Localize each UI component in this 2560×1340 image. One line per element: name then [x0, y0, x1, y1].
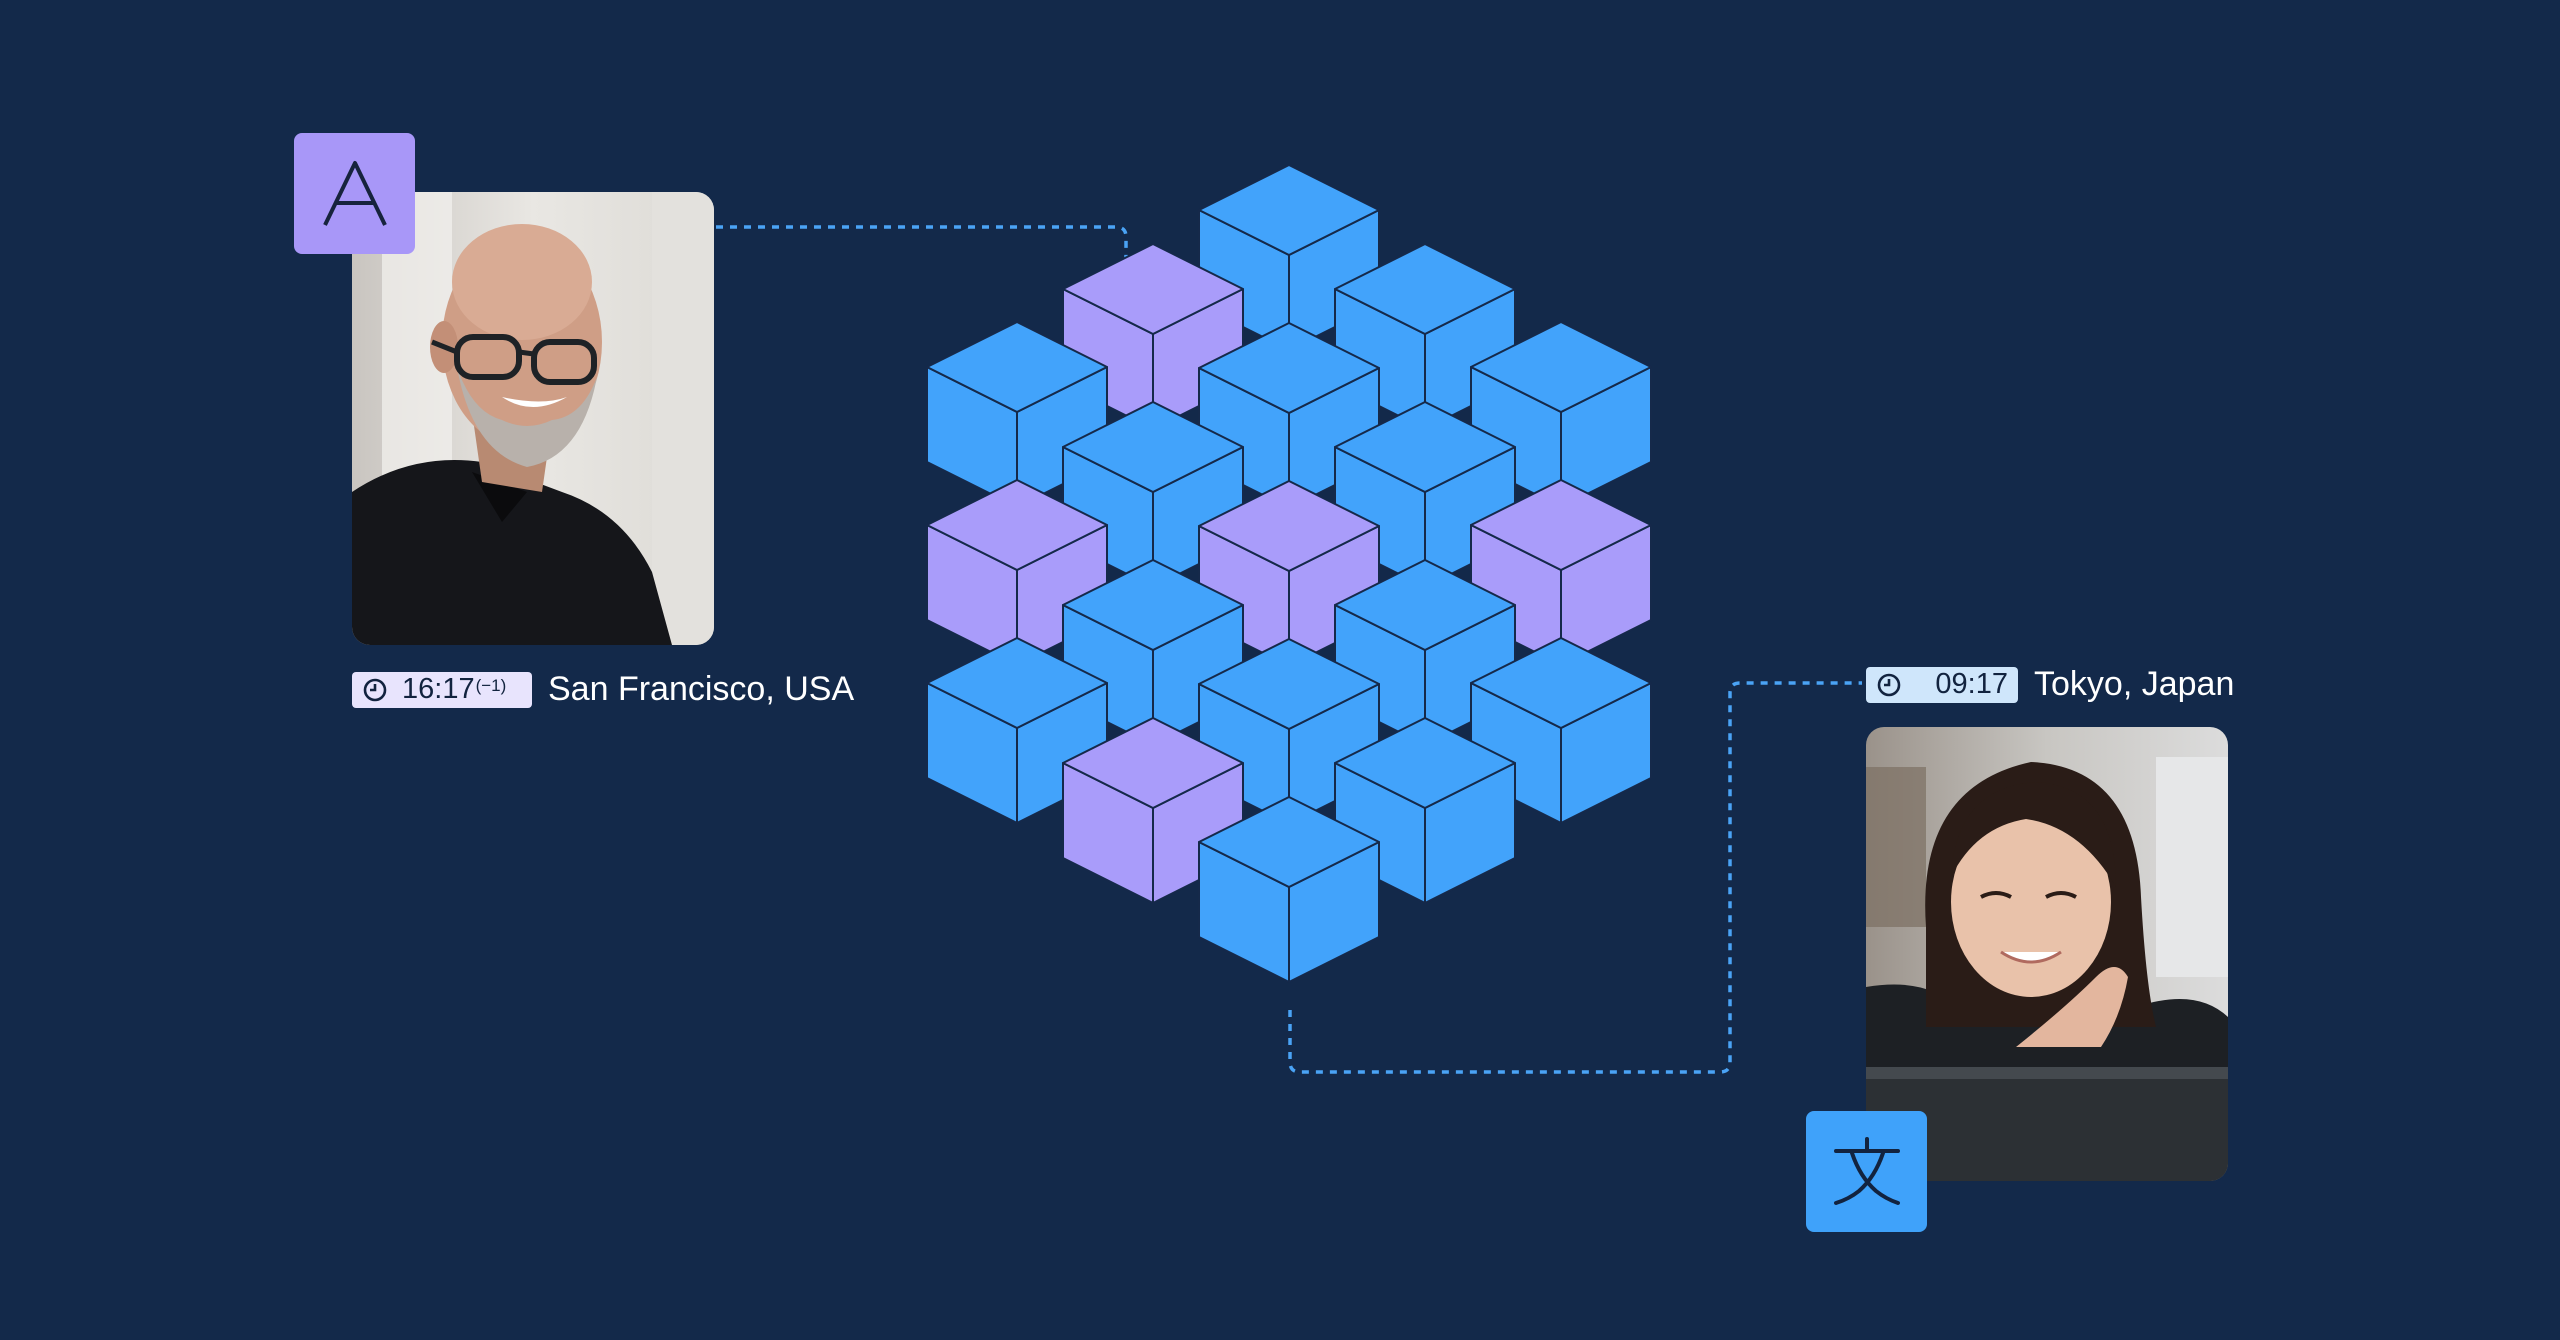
cube	[926, 321, 1108, 508]
participant-photo-tokyo	[1866, 727, 2228, 1181]
cube	[1334, 717, 1516, 904]
location-tokyo: Tokyo, Japan	[2034, 665, 2235, 703]
local-time-chip-tokyo: 09:17	[1866, 666, 2018, 703]
day-offset-sf: (−1)	[475, 675, 507, 695]
letter-a-icon	[322, 160, 387, 226]
cube	[1062, 401, 1244, 588]
participant-info-tokyo: 09:17 Tokyo, Japan	[1866, 665, 2234, 704]
cube	[1198, 796, 1380, 983]
participant-info-sf: 16:17(−1) San Francisco, USA	[352, 670, 854, 709]
connector-sf-to-cubes	[716, 225, 1128, 290]
cube	[926, 637, 1108, 824]
local-time-chip-sf: 16:17(−1)	[352, 671, 532, 708]
connector-cubes-to-tokyo	[1288, 681, 1862, 1074]
cube	[1470, 479, 1652, 666]
clock-icon	[363, 678, 387, 701]
participant-photo-sf	[352, 192, 714, 645]
cube	[1062, 559, 1244, 746]
source-language-badge	[294, 133, 415, 254]
location-sf: San Francisco, USA	[548, 670, 855, 708]
chinese-character-wen-icon	[1833, 1136, 1900, 1205]
local-time-tokyo: 09:17	[1935, 668, 2008, 700]
local-time-sf: 16:17	[402, 673, 475, 705]
cube	[1470, 637, 1652, 824]
target-language-badge	[1806, 1111, 1927, 1232]
clock-icon	[1877, 673, 1901, 696]
